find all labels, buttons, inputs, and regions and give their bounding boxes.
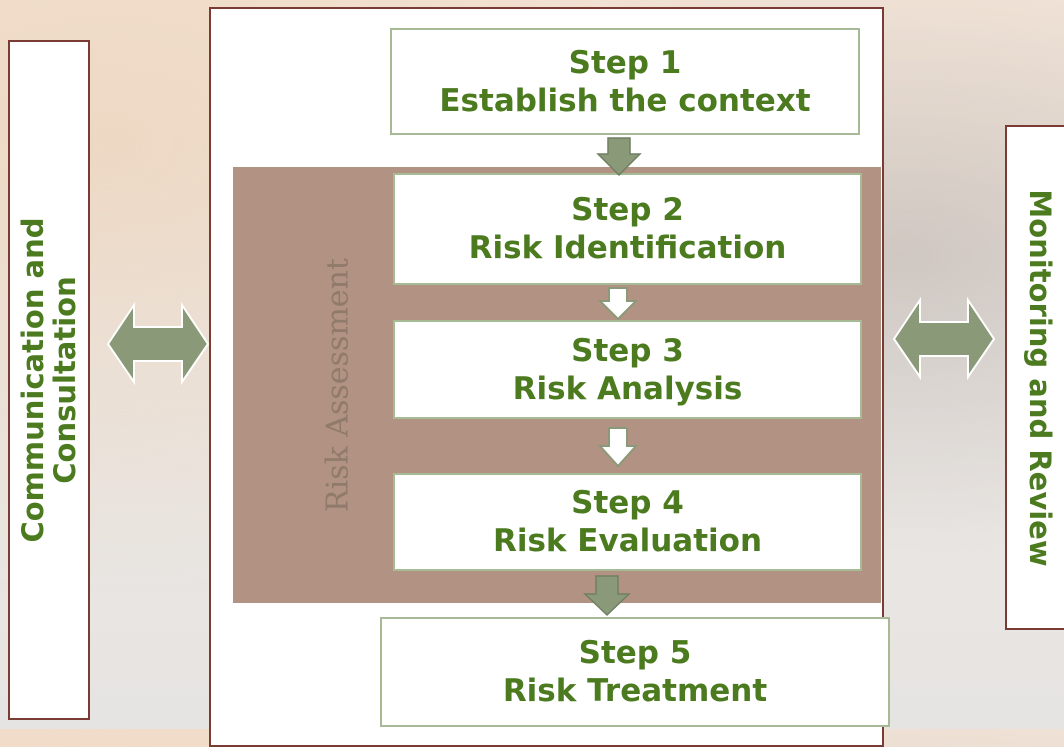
arrow-down-icon-1 (596, 137, 642, 177)
step-4-title: Risk Evaluation (492, 523, 763, 559)
step-3-title: Risk Analysis (512, 370, 743, 407)
communication-line: Communication and (16, 217, 50, 543)
step-1-number: Step 1 (568, 44, 682, 81)
communication-consultation-panel: Communication and Consultation (8, 40, 90, 720)
step-5-box: Step 5 Risk Treatment (380, 617, 890, 727)
consultation-line: Consultation (48, 276, 82, 484)
step-5-number: Step 5 (578, 635, 692, 671)
risk-assessment-label: Risk Assessment (320, 258, 356, 512)
step-2-title: Risk Identification (468, 230, 787, 266)
monitoring-review-label: Monitoring and Review (1023, 188, 1057, 567)
step-3-number: Step 3 (571, 332, 684, 369)
double-arrow-right-icon (892, 296, 996, 381)
step-2-box: Step 2 Risk Identification (393, 173, 862, 285)
step-1-box: Step 1 Establish the context (390, 28, 860, 135)
arrow-down-icon-3 (597, 427, 639, 468)
step-1-title: Establish the context (439, 82, 811, 119)
arrow-down-icon-4 (583, 575, 631, 617)
step-5-title: Risk Treatment (502, 673, 768, 709)
step-3-box: Step 3 Risk Analysis (393, 320, 862, 419)
step-4-number: Step 4 (571, 485, 684, 521)
monitoring-review-panel: Monitoring and Review (1005, 125, 1064, 630)
communication-consultation-label: Communication and Consultation (16, 217, 82, 543)
step-2-number: Step 2 (571, 192, 684, 228)
double-arrow-left-icon (106, 301, 210, 386)
step-4-box: Step 4 Risk Evaluation (393, 473, 862, 571)
arrow-down-icon-2 (597, 287, 639, 321)
